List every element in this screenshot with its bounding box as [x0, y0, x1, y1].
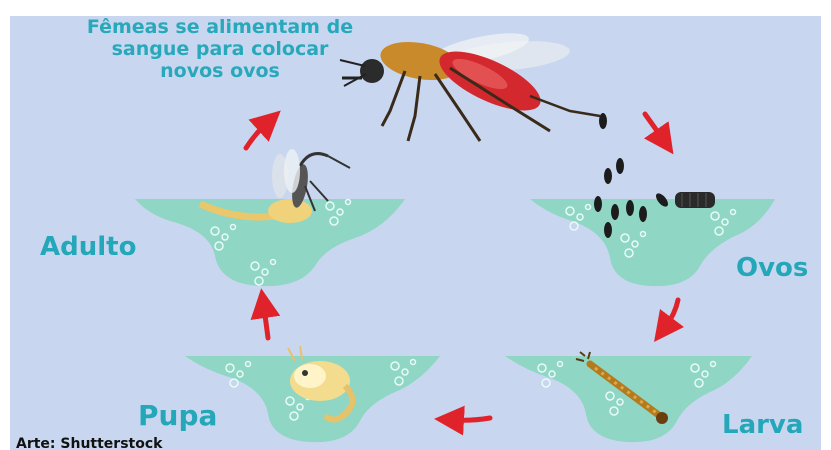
stage-label-larva: Larva — [722, 410, 803, 440]
image-credit: Arte: Shutterstock — [16, 436, 162, 450]
stage-label-pupa: Pupa — [138, 399, 217, 432]
arrow-pupa — [454, 418, 490, 420]
stage-label-adulto: Adulto — [40, 232, 136, 262]
life-cycle-diagram: Fêmeas se alimentam de sangue para coloc… — [10, 16, 821, 450]
arrow-eggs — [645, 114, 662, 138]
mosquito-icon — [340, 27, 600, 141]
arrow-larva — [666, 300, 678, 326]
feeding-caption: Fêmeas se alimentam de sangue para coloc… — [80, 16, 360, 82]
arrow-adult — [264, 308, 268, 338]
arrow-feed — [246, 124, 266, 148]
pool-larva — [505, 356, 752, 442]
stage-label-ovos: Ovos — [736, 253, 808, 283]
